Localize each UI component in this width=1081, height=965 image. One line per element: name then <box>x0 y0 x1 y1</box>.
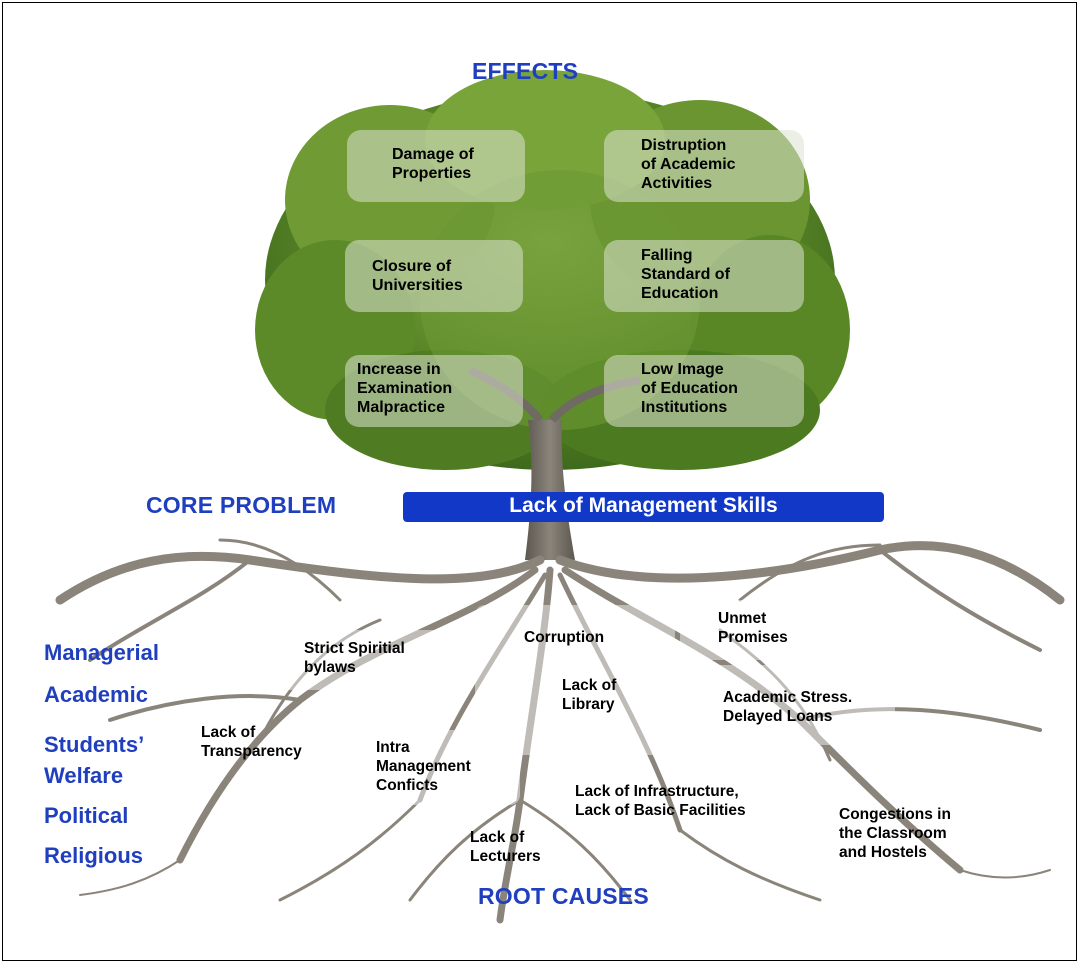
effect-box-disruption <box>604 130 804 202</box>
cause-strict-spiritial-bylaws: Strict Spiritial bylaws <box>304 640 405 676</box>
effect-box-malpractice <box>345 355 523 427</box>
category-religious: Religious <box>44 843 144 868</box>
category-students: Students’ <box>44 732 145 757</box>
category-political: Political <box>44 803 129 828</box>
effects-heading: EFFECTS <box>472 58 579 84</box>
root-causes-heading: ROOT CAUSES <box>478 883 649 909</box>
cause-lack-of-library: Lack of Library <box>562 677 617 713</box>
tree-roots <box>55 538 1065 924</box>
cause-panel-academic-stress <box>680 665 895 745</box>
cause-corruption: Corruption <box>524 629 605 646</box>
core-problem-bar: Lack of Management Skills <box>403 492 884 522</box>
cause-panel-unmet <box>680 600 880 660</box>
effect-box-low-image <box>604 355 804 427</box>
effect-closure-of-universities: Closure of Universities <box>372 258 463 294</box>
category-managerial: Managerial <box>44 640 159 665</box>
cause-academic-stress-delayed-loans: Academic Stress. Delayed Loans <box>723 689 853 725</box>
core-problem-label: Lack of Management Skills <box>509 494 778 517</box>
cause-lack-of-infrastructure: Lack of Infrastructure, Lack of Basic Fa… <box>575 783 746 819</box>
cause-panel-strict <box>272 630 472 690</box>
cause-lack-of-lecturers: Lack of Lecturers <box>470 829 541 865</box>
effect-box-closure <box>345 240 523 312</box>
effect-increase-in-examination-malpractice: Increase in Examination Malpractice <box>357 361 453 416</box>
cause-panel-intra <box>340 730 520 805</box>
cause-lack-of-transparency: Lack of Transparency <box>201 724 302 760</box>
effect-box-damage <box>347 130 525 202</box>
effect-box-falling-standard <box>604 240 804 312</box>
effect-distruption-of-academic-activities: Distruption of Academic Activities <box>641 137 736 192</box>
category-academic: Academic <box>44 682 148 707</box>
category-welfare: Welfare <box>44 763 124 788</box>
cause-congestions: Congestions in the Classroom and Hostels <box>839 806 951 861</box>
cause-intra-management-conficts: Intra Management Conficts <box>376 739 471 794</box>
effect-low-image-of-education-institutions: Low Image of Education Institutions <box>641 361 738 416</box>
cause-unmet-promises: Unmet Promises <box>718 610 788 646</box>
effect-damage-of-properties: Damage of Properties <box>392 146 474 182</box>
effect-falling-standard-of-education: Falling Standard of Education <box>641 247 730 302</box>
cause-panel-corruption <box>475 605 675 755</box>
core-problem-heading: CORE PROBLEM <box>146 492 337 518</box>
